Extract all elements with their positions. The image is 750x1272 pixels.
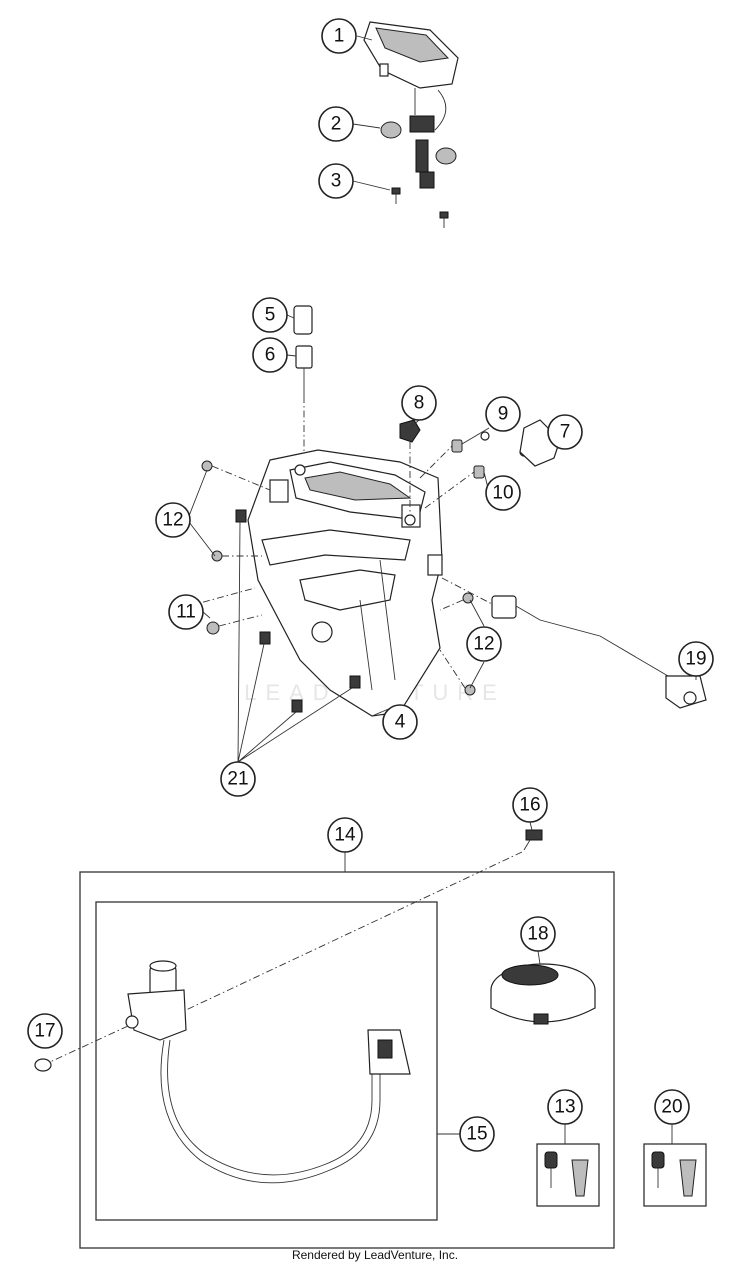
svg-text:15: 15	[466, 1124, 487, 1145]
callout-20: 20	[654, 1089, 690, 1125]
callout-17: 17	[27, 1013, 63, 1049]
fastener-parts-12-11	[176, 460, 476, 696]
lock-set-frame	[79, 871, 615, 1249]
callout-21: 21	[220, 761, 256, 797]
svg-text:8: 8	[414, 393, 425, 414]
svg-text:18: 18	[527, 924, 548, 945]
callout-3: 3	[318, 163, 354, 199]
callout-8: 8	[401, 385, 437, 421]
callout-10: 10	[485, 475, 521, 511]
svg-text:5: 5	[265, 305, 276, 326]
screw-parts	[391, 187, 449, 228]
svg-text:16: 16	[519, 795, 540, 816]
svg-text:12: 12	[473, 634, 494, 655]
callout-4: 4	[382, 704, 418, 740]
svg-text:14: 14	[334, 825, 356, 846]
svg-text:20: 20	[661, 1097, 682, 1118]
callout-12-right: 12	[466, 626, 502, 662]
main-bracket-part	[247, 449, 443, 717]
key-set-20	[643, 1143, 707, 1207]
callout-19: 19	[678, 641, 714, 677]
svg-text:9: 9	[498, 404, 509, 425]
callout-9: 9	[485, 396, 521, 432]
render-credit-footer: Rendered by LeadVenture, Inc.	[291, 1248, 459, 1262]
callout-13: 13	[547, 1089, 583, 1125]
callout-16: 16	[512, 787, 548, 823]
svg-text:12: 12	[162, 510, 183, 531]
fuel-cap-part	[490, 963, 596, 1025]
svg-text:19: 19	[685, 649, 706, 670]
sleeve-parts	[293, 305, 313, 462]
svg-text:2: 2	[331, 114, 342, 135]
svg-text:4: 4	[395, 712, 406, 733]
nut-part-8	[399, 419, 421, 515]
svg-text:7: 7	[560, 422, 571, 443]
callout-7: 7	[547, 414, 583, 450]
svg-text:11: 11	[176, 602, 196, 623]
screw-washer-parts	[34, 829, 543, 1072]
callout-6: 6	[252, 337, 288, 373]
svg-text:1: 1	[334, 26, 345, 47]
ignition-lock-frame	[95, 901, 438, 1221]
cable-part-19	[441, 577, 707, 709]
callout-5: 5	[252, 297, 288, 333]
callout-2: 2	[318, 106, 354, 142]
svg-text:6: 6	[265, 345, 276, 366]
svg-text:13: 13	[554, 1097, 575, 1118]
callout-18: 18	[520, 916, 556, 952]
callout-11: 11	[168, 594, 204, 630]
callout-15: 15	[459, 1116, 495, 1152]
svg-text:17: 17	[34, 1021, 55, 1042]
key-set-13	[536, 1143, 600, 1207]
instrument-cluster-part	[363, 21, 459, 131]
callout-14: 14	[327, 817, 363, 853]
clip-parts-21	[235, 509, 361, 713]
svg-text:3: 3	[331, 171, 342, 192]
callout-1: 1	[321, 18, 357, 54]
ignition-lock-part	[125, 960, 411, 1184]
svg-text:21: 21	[227, 769, 248, 790]
rubber-damper-parts	[380, 115, 457, 189]
svg-text:10: 10	[492, 483, 513, 504]
callout-12-left: 12	[155, 502, 191, 538]
